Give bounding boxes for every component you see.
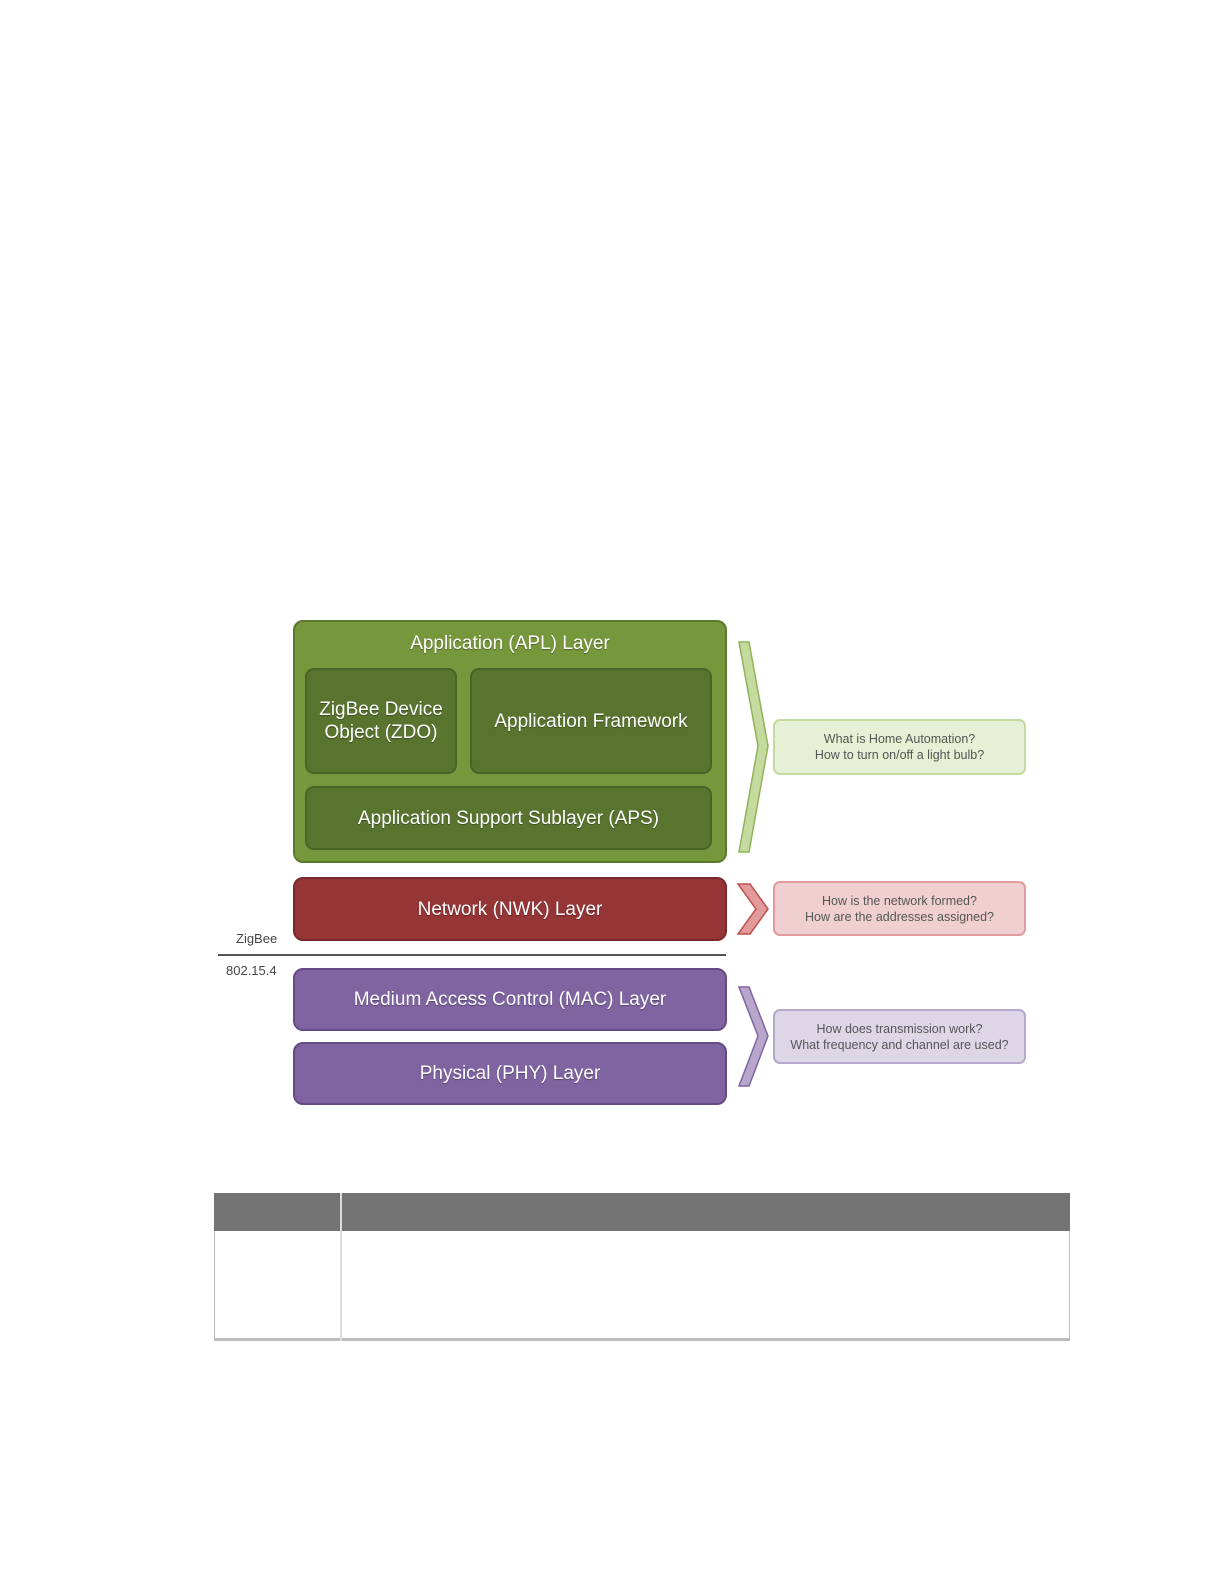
apl-bracket-icon	[738, 641, 769, 853]
nwk-question-2: How are the addresses assigned?	[804, 909, 994, 924]
ieee-802-15-4-label: 802.15.4	[226, 963, 277, 978]
mac-layer-label: Medium Access Control (MAC) Layer	[353, 989, 667, 1010]
nwk-question-1: How is the network formed?	[822, 893, 977, 908]
mac-bracket-icon	[737, 986, 769, 1087]
table-column-divider	[340, 1193, 342, 1341]
nwk-question-callout: How is the network formed? How are the a…	[773, 881, 1026, 936]
nwk-layer: Network (NWK) Layer	[293, 877, 727, 941]
mac-question-1: How does transmission work?	[816, 1021, 983, 1036]
stack-divider-line	[218, 954, 726, 956]
zdo-label-line1: ZigBee Device	[319, 699, 443, 720]
apl-layer-title: Application (APL) Layer	[410, 633, 610, 654]
aps-label: Application Support Sublayer (APS)	[358, 807, 659, 829]
description-table	[214, 1193, 1070, 1341]
phy-layer-label: Physical (PHY) Layer	[419, 1063, 601, 1084]
mac-layer: Medium Access Control (MAC) Layer	[293, 968, 727, 1031]
table-header-row	[214, 1193, 1070, 1231]
app-question-callout: What is Home Automation? How to turn on/…	[773, 719, 1026, 775]
application-framework-label: Application Framework	[494, 710, 688, 732]
phy-layer: Physical (PHY) Layer	[293, 1042, 727, 1105]
nwk-bracket-icon	[736, 883, 769, 935]
zdo-block: ZigBee Device Object (ZDO)	[305, 668, 457, 774]
zigbee-stack-label: ZigBee	[236, 931, 278, 946]
zdo-label-line2: Object (ZDO)	[324, 722, 438, 743]
mac-question-callout: How does transmission work? What frequen…	[773, 1009, 1026, 1064]
app-question-2: How to turn on/off a light bulb?	[814, 748, 985, 762]
table-body-row	[214, 1231, 1070, 1341]
mac-question-2: What frequency and channel are used?	[790, 1037, 1009, 1052]
nwk-layer-label: Network (NWK) Layer	[417, 898, 603, 920]
app-question-1: What is Home Automation?	[823, 732, 976, 746]
application-framework-block: Application Framework	[470, 668, 712, 774]
aps-block: Application Support Sublayer (APS)	[305, 786, 712, 850]
